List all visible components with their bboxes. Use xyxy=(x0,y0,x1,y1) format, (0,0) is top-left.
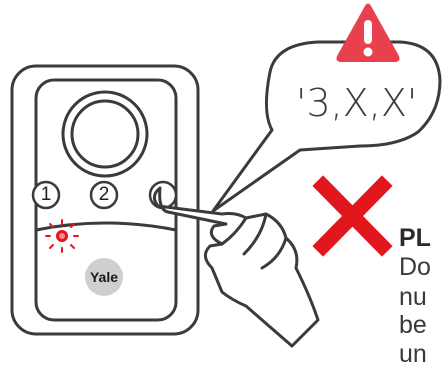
brand-logo: Yale xyxy=(85,269,123,285)
camera-lens xyxy=(72,101,138,167)
speech-bubble-text: '3,X,X' xyxy=(296,81,417,125)
led-icon xyxy=(46,220,78,252)
illustration xyxy=(0,0,444,357)
keypad-button-1-label: 1 xyxy=(36,184,56,206)
warning-icon xyxy=(337,4,400,63)
cross-icon xyxy=(323,186,382,246)
note-line: un xyxy=(399,340,427,369)
keypad-button-2-label: 2 xyxy=(94,184,114,206)
note-line: Do xyxy=(399,253,431,282)
note-line: be xyxy=(399,311,427,340)
note-line: nu xyxy=(399,283,427,312)
note-title: PL xyxy=(399,224,431,253)
